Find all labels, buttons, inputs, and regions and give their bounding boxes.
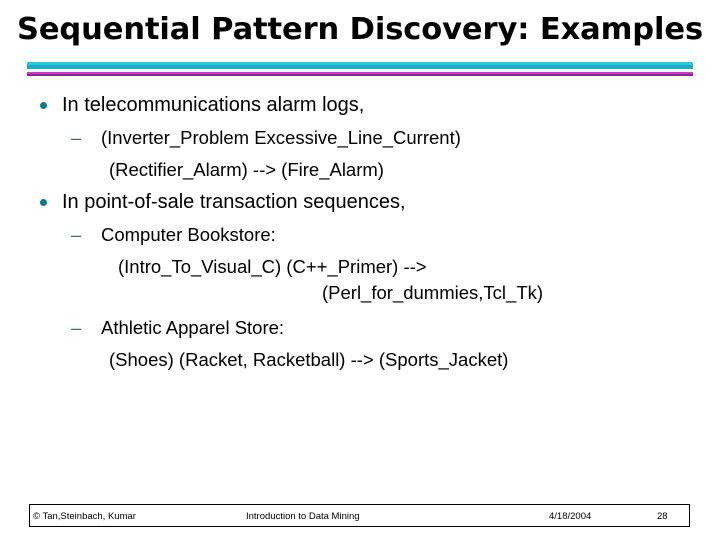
bullet-item-telecom-label: In telecommunications alarm logs, — [62, 94, 365, 116]
sequence-bookstore-line1: (Intro_To_Visual_C) (C++_Primer) --> — [0, 254, 720, 280]
footer-book-title: Introduction to Data Mining — [246, 511, 360, 522]
sub-item-rectifier-alarm-label: (Rectifier_Alarm) --> (Fire_Alarm) — [109, 159, 384, 180]
spacer — [0, 306, 720, 315]
divider-magenta-bottom — [27, 74, 693, 76]
dash-marker-icon: – — [71, 127, 82, 148]
sub-item-athletic-apparel: – Athletic Apparel Store: — [0, 315, 720, 341]
bullet-dot-icon — [40, 102, 47, 109]
title-divider — [27, 62, 693, 76]
sub-item-computer-bookstore: – Computer Bookstore: — [0, 222, 720, 248]
dash-marker-icon: – — [71, 317, 82, 338]
divider-cyan-dark — [27, 65, 693, 69]
footer-copyright: © Tan,Steinbach, Kumar — [33, 511, 136, 522]
footer-date: 4/18/2004 — [549, 511, 592, 522]
sub-item-athletic-apparel-label: Athletic Apparel Store: — [101, 317, 285, 338]
divider-cyan-light — [27, 62, 693, 65]
sequence-apparel-line1: (Shoes) (Racket, Racketball) --> (Sports… — [0, 347, 720, 373]
sequence-bookstore-line2: (Perl_for_dummies,Tcl_Tk) — [0, 280, 720, 306]
bullet-item-pos: In point-of-sale transaction sequences, — [0, 189, 720, 216]
slide-footer: © Tan,Steinbach, Kumar Introduction to D… — [29, 504, 690, 527]
bullet-dot-icon — [40, 199, 47, 206]
divider-magenta-top — [27, 72, 693, 74]
sequence-bookstore-line1-label: (Intro_To_Visual_C) (C++_Primer) --> — [118, 256, 427, 277]
sub-item-computer-bookstore-label: Computer Bookstore: — [101, 224, 276, 245]
sub-item-inverter-problem-label: (Inverter_Problem Excessive_Line_Current… — [101, 127, 461, 148]
divider-gap — [27, 69, 693, 72]
slide-body: In telecommunications alarm logs, – (Inv… — [0, 92, 720, 373]
sub-item-rectifier-alarm: (Rectifier_Alarm) --> (Fire_Alarm) — [0, 157, 720, 183]
bullet-item-pos-label: In point-of-sale transaction sequences, — [62, 191, 406, 213]
sequence-bookstore-line2-label: (Perl_for_dummies,Tcl_Tk) — [322, 282, 544, 303]
page-title: Sequential Pattern Discovery: Examples — [16, 12, 704, 47]
bullet-item-telecom: In telecommunications alarm logs, — [0, 92, 720, 119]
sequence-apparel-line1-label: (Shoes) (Racket, Racketball) --> (Sports… — [109, 349, 509, 370]
sub-item-inverter-problem: – (Inverter_Problem Excessive_Line_Curre… — [0, 125, 720, 151]
dash-marker-icon: – — [71, 224, 82, 245]
footer-page-number: 28 — [657, 511, 668, 522]
